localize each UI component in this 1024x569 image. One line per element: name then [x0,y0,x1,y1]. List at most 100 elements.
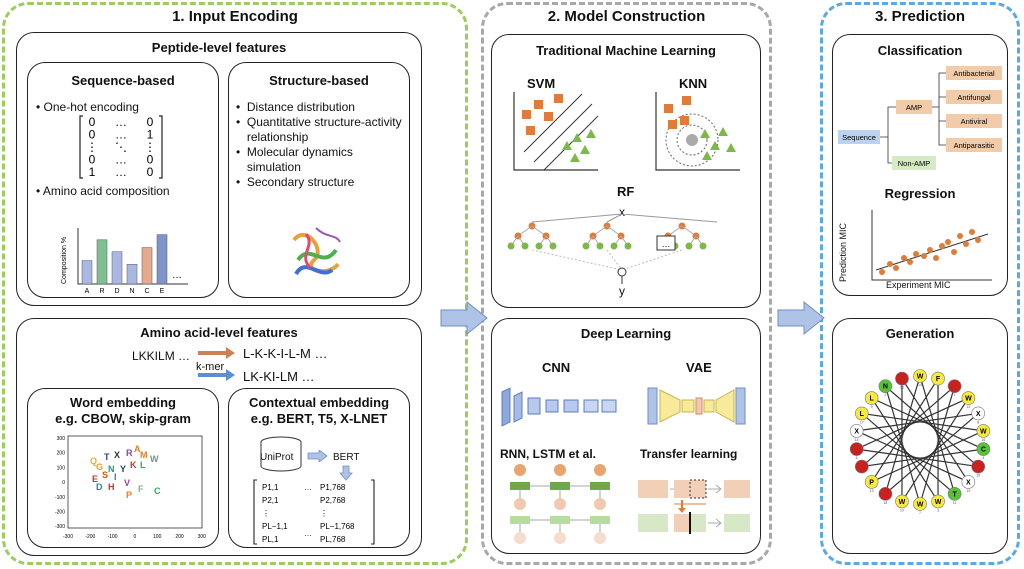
structure-based-title: Structure-based [269,73,369,88]
matrix-right-cell: PL−1,768 [320,522,355,531]
arrow-icon [198,347,235,381]
category-tick: N [129,288,134,295]
y-tick: 100 [57,465,66,471]
embedding-letter: L [140,460,146,470]
leaf-node-box [946,66,1002,80]
wheel-residue [931,494,945,509]
category-tick: C [144,288,149,295]
rnn-cell [550,516,570,524]
rf-vote-edge [621,249,683,271]
input-encoding-title: 1. Input Encoding [172,8,298,25]
wheel-residue [854,459,869,474]
wheel-residue [976,424,991,438]
amino-acid-level-title: Amino acid-level features [140,325,298,340]
matrix-right-cell: P1,768 [320,483,346,492]
wheel-residue [961,475,976,489]
residue-number: 3 [937,508,939,512]
rnn-cell [550,482,570,490]
wheel-edge [919,385,956,505]
regression-xlabel: Experiment MIC [886,280,951,290]
wheel-residue [864,391,879,405]
embedding-letter: Q [90,456,97,466]
matrix-cell: 0 [89,115,96,129]
embedding-letter: A [134,444,141,454]
residue-number: 14 [918,383,922,387]
matrix-cell: ⋱ [115,140,127,154]
arrow-icon [777,300,825,336]
reg-point [939,243,945,249]
residue-number: 5 [937,386,939,390]
matrix-left-cell: PL−1,1 [262,522,288,531]
residue-letter: X [976,411,981,418]
rf-leaf [699,242,707,250]
residue-letter: P [869,479,874,486]
x-tick: 200 [175,534,184,540]
embedding-letter: N [108,464,115,474]
word-embedding-title: Word embedding [70,395,176,410]
matrix-cell: 0 [89,128,96,142]
x-tick: 100 [153,534,162,540]
rnn-output [594,464,606,476]
wheel-residue [961,391,976,405]
matrix-cell: 1 [89,165,96,179]
arrow-icon [440,300,488,336]
leaf-node: Antiviral [961,117,988,126]
rnn-input [554,498,566,510]
embedding-letter: H [108,482,115,492]
wheel-residue [947,487,962,501]
matrix-left-cell: ⋮ [262,509,270,518]
rnn-cell [510,482,530,490]
raw-sequence: LKKILM … [132,349,191,363]
y-tick: 300 [57,436,66,442]
wheel-residue [913,497,927,511]
rf-edge [606,214,623,223]
contextual-embedding-box [228,388,410,548]
category-tick: D [114,288,119,295]
deep-learning-title: Deep Learning [580,326,672,341]
reg-point [907,259,913,265]
wheel-residue [895,494,909,509]
svm-plot [513,92,599,171]
wheel-edge [871,378,939,483]
wheel-edge [884,385,921,505]
matrix-left-cell: P1,1 [262,483,279,492]
residue-letter: N [883,384,888,391]
leaf-node: Antibacterial [953,69,995,78]
reg-point [975,237,981,243]
wheel-residue [971,406,986,421]
matrix-right-cell: P2,768 [320,496,346,505]
category-tick: R [99,288,104,295]
knn-plot [655,92,740,171]
residue-number: 18 [883,501,887,505]
leaf-node: Antifungal [957,93,991,102]
embedding-letter: V [124,478,130,488]
composition-label: Amino acid composition [42,184,170,198]
reg-point [957,233,963,239]
rnn-cell [590,482,610,490]
composition-bar [126,263,138,285]
rnn-input [514,532,526,544]
kmer-sequence: LK-KI-LM … [243,369,315,384]
rf-leaf [610,242,618,250]
knn-label: KNN [679,76,708,91]
reg-point [901,255,907,261]
residue-letter: W [965,396,972,403]
classification-title: Classification [877,43,963,58]
reg-point [969,229,975,235]
wheel-edge [901,397,969,502]
embedding-letter: K [130,460,137,470]
composition-bar [81,260,93,285]
root-node: Sequence [842,133,876,142]
traditional-ml-box [491,34,761,308]
input-encoding-panel [2,2,468,565]
embedding-letter: W [150,454,159,464]
matrix-cell: 0 [147,165,154,179]
wheel-edge [856,430,969,483]
residue-number: 17 [860,420,864,424]
amp-node-box [896,100,932,114]
wheel-residue [913,369,927,383]
one-hot-label: One-hot encoding [43,100,139,114]
embedding-letter: C [154,486,161,496]
wheel-edge [856,448,979,468]
wheel-residue [947,379,962,393]
